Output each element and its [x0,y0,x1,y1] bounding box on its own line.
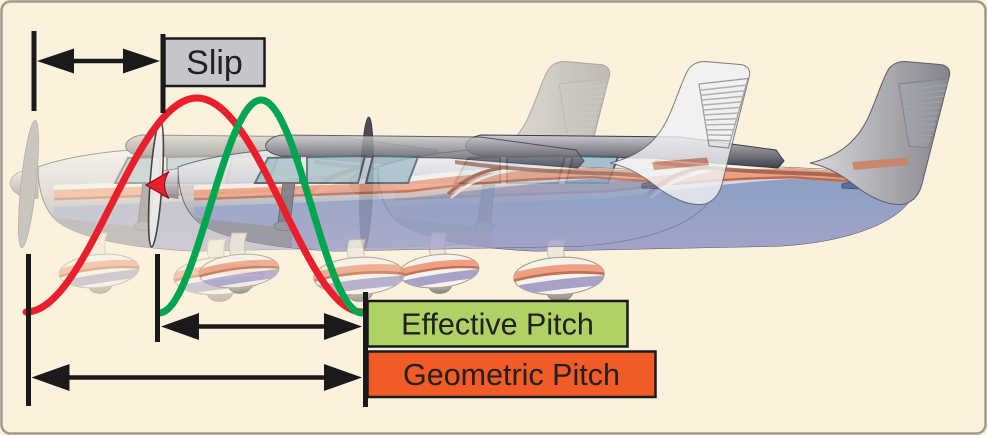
effective-arrowhead-right [324,313,362,340]
geometric-pitch-curve [22,94,366,316]
slip-arrowhead-left [37,48,74,74]
airplane-ghost-rear [10,62,610,304]
effective-pitch-curve [155,96,366,317]
slip-arrowhead-right [123,48,160,74]
geometric-pitch-label: Geometric Pitch [366,350,657,399]
effective-arrowhead-left [161,313,199,340]
geometric-arrowhead-left [31,364,70,391]
effective-pitch-label: Effective Pitch [366,299,629,348]
slip-label: Slip [163,37,266,88]
geometric-pitch-arrow [31,364,362,391]
geometric-pitch-label-text: Geometric Pitch [403,358,620,392]
direction-arrow [144,170,170,200]
slip-label-text: Slip [186,44,243,82]
slip-arrow [37,48,160,74]
effective-pitch-arrow [161,313,362,340]
propeller-blade-rear [18,119,39,249]
effective-pitch-label-text: Effective Pitch [401,308,594,342]
geometric-arrowhead-right [324,364,362,391]
